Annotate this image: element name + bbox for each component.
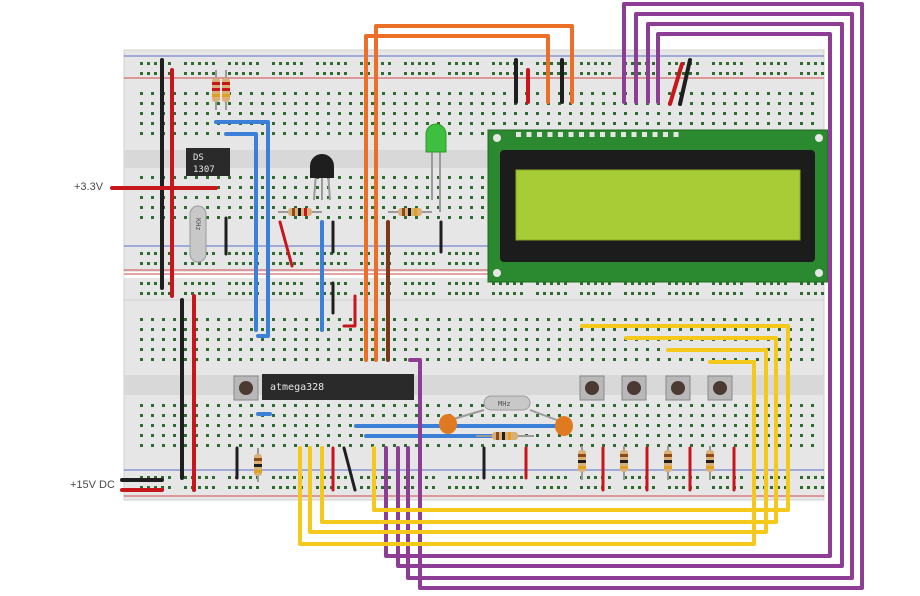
wire-yellow [320,336,778,524]
wire-red [342,294,357,328]
wire-black [342,446,357,492]
pulldown-resistor-3 [664,446,672,480]
resistor-vertical [254,448,262,482]
wire-orange [374,24,574,362]
capacitor [439,409,485,434]
crystal-mhz: MHz [483,395,531,411]
wire-orange [364,34,550,362]
lcd-module [487,129,829,283]
led-green [425,123,447,212]
transistor [310,154,334,201]
resistor-horizontal [278,208,322,216]
crystal-khz-label: KHz [194,218,202,231]
pulldown-resistor-4 [706,446,714,480]
resistor-horizontal [388,208,432,216]
crystal-khz: KHz [189,205,207,263]
supply-label-3v3: +3.3V [74,181,104,193]
resistor-vertical [212,70,220,110]
rtc-chip: DS 1307 [186,148,230,176]
wire-red [668,62,684,106]
wire-yellow [308,348,768,534]
menu-buttons [578,375,733,480]
wires [110,2,864,590]
resistor-horizontal [476,432,534,440]
menu-button-2 [621,375,647,401]
mcu-chip: atmega328 [262,374,414,400]
menu-button-4 [707,375,733,401]
wire-blue [214,120,270,338]
menu-button-3 [665,375,691,401]
wire-purple [396,22,844,568]
wire-purple [408,2,864,590]
lcd-pin-header [516,132,679,137]
wire-blue [224,132,258,332]
rtc-chip-label-2: 1307 [193,165,215,175]
pulldown-resistor-2 [620,446,628,480]
wire-purple [384,32,832,558]
crystal-mhz-label: MHz [498,400,511,408]
wire-black [678,58,692,106]
reset-button [233,375,259,401]
capacitor [529,409,573,436]
resistor-vertical [222,70,230,110]
wire-red [278,220,294,268]
wire-yellow [372,324,790,512]
mcu-chip-label: atmega328 [270,382,324,393]
pulldown-resistor-1 [578,446,586,480]
wire-yellow [298,360,756,546]
rtc-chip-label-1: DS [193,153,204,163]
menu-button-1 [579,375,605,401]
supply-label-15v: +15V DC [70,479,115,491]
